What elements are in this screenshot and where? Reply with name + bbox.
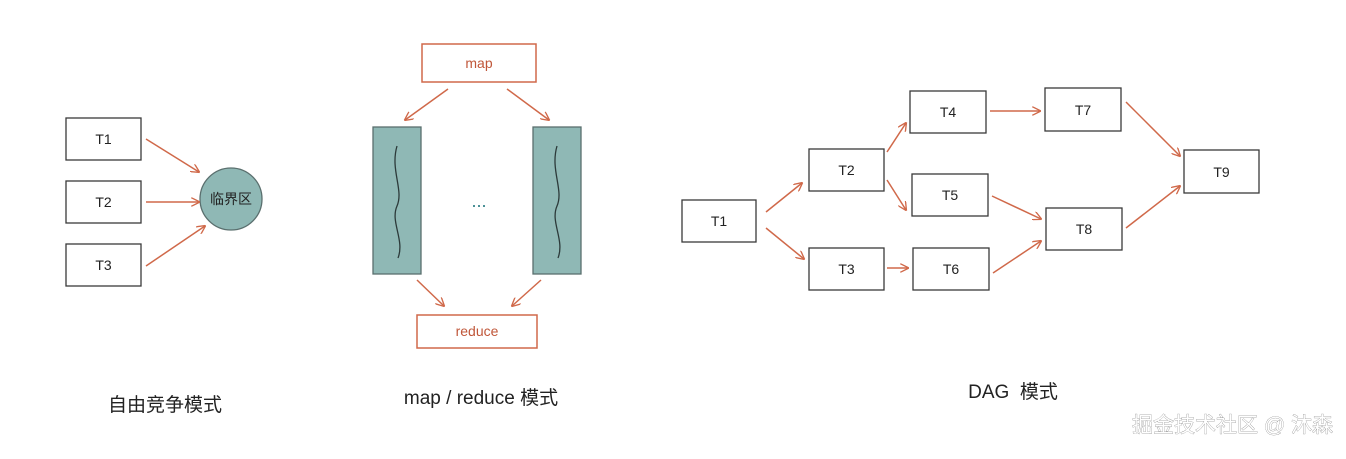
free-competition-panel: T1 T2 T3 临界区 自由竞争模式 <box>65 117 263 416</box>
task-box-t3 <box>65 243 142 287</box>
mapper-right-wave <box>554 145 561 259</box>
dag-edge-t2-t5 <box>886 179 906 210</box>
task-box-t1 <box>65 117 142 161</box>
free-competition-caption: 自由竞争模式 <box>108 394 222 416</box>
arrow-t1-to-critical <box>145 138 199 172</box>
dag-node-t2 <box>808 148 885 192</box>
arrow-right-to-reduce <box>512 279 542 306</box>
map-reduce-caption: map / reduce 模式 <box>404 387 558 409</box>
dag-edge-t7-t9 <box>1125 101 1180 156</box>
dag-node-t4 <box>909 90 987 134</box>
arrow-map-to-right <box>506 88 549 120</box>
map-reduce-panel: map ... reduce map / reduce 模式 <box>372 43 582 409</box>
dag-edge-t5-t8 <box>991 195 1041 219</box>
dag-node-t8 <box>1045 207 1123 251</box>
dag-label-t3: T3 <box>838 261 855 277</box>
task-box-t2 <box>65 180 142 224</box>
reduce-box <box>416 314 538 349</box>
arrow-map-to-left <box>405 88 449 120</box>
dag-label-t9: T9 <box>1213 164 1230 180</box>
dag-node-t7 <box>1044 87 1122 132</box>
dag-node-t9 <box>1183 149 1260 194</box>
dag-edge-t8-t9 <box>1125 186 1180 229</box>
dag-label-t8: T8 <box>1076 221 1093 237</box>
dag-edge-t2-t4 <box>886 123 906 153</box>
dag-panel: T1 T2 T3 T4 T5 T6 T7 T8 T9 DAG 模式 <box>681 87 1260 403</box>
task-label-t3: T3 <box>95 257 112 273</box>
dag-label-t1: T1 <box>711 213 728 229</box>
dag-label-t7: T7 <box>1075 102 1092 118</box>
dag-node-t5 <box>911 173 989 217</box>
watermark: 掘金技术社区 @ 沐森 <box>1132 414 1333 437</box>
map-label: map <box>465 55 492 71</box>
arrow-t3-to-critical <box>145 226 205 267</box>
dag-node-t1 <box>681 199 757 243</box>
dag-label-t6: T6 <box>943 261 960 277</box>
dag-label-t4: T4 <box>940 104 957 120</box>
dag-edge-t6-t8 <box>992 241 1041 274</box>
dag-node-t3 <box>808 247 885 291</box>
critical-section-label: 临界区 <box>210 191 252 207</box>
reduce-label: reduce <box>456 323 499 339</box>
dag-label-t2: T2 <box>838 162 855 178</box>
dag-label-t5: T5 <box>942 187 959 203</box>
mapper-left-wave <box>394 145 401 259</box>
dag-edge-t1-t2 <box>765 183 802 213</box>
dag-edge-t1-t3 <box>765 227 804 259</box>
dag-node-t6 <box>912 247 990 291</box>
ellipsis: ... <box>471 191 486 211</box>
task-label-t2: T2 <box>95 194 112 210</box>
mapper-right <box>532 126 582 275</box>
task-label-t1: T1 <box>95 131 112 147</box>
mapper-left <box>372 126 422 275</box>
map-box <box>421 43 537 83</box>
critical-section-circle <box>199 167 263 231</box>
arrow-left-to-reduce <box>416 279 444 306</box>
dag-caption: DAG 模式 <box>968 381 1058 403</box>
